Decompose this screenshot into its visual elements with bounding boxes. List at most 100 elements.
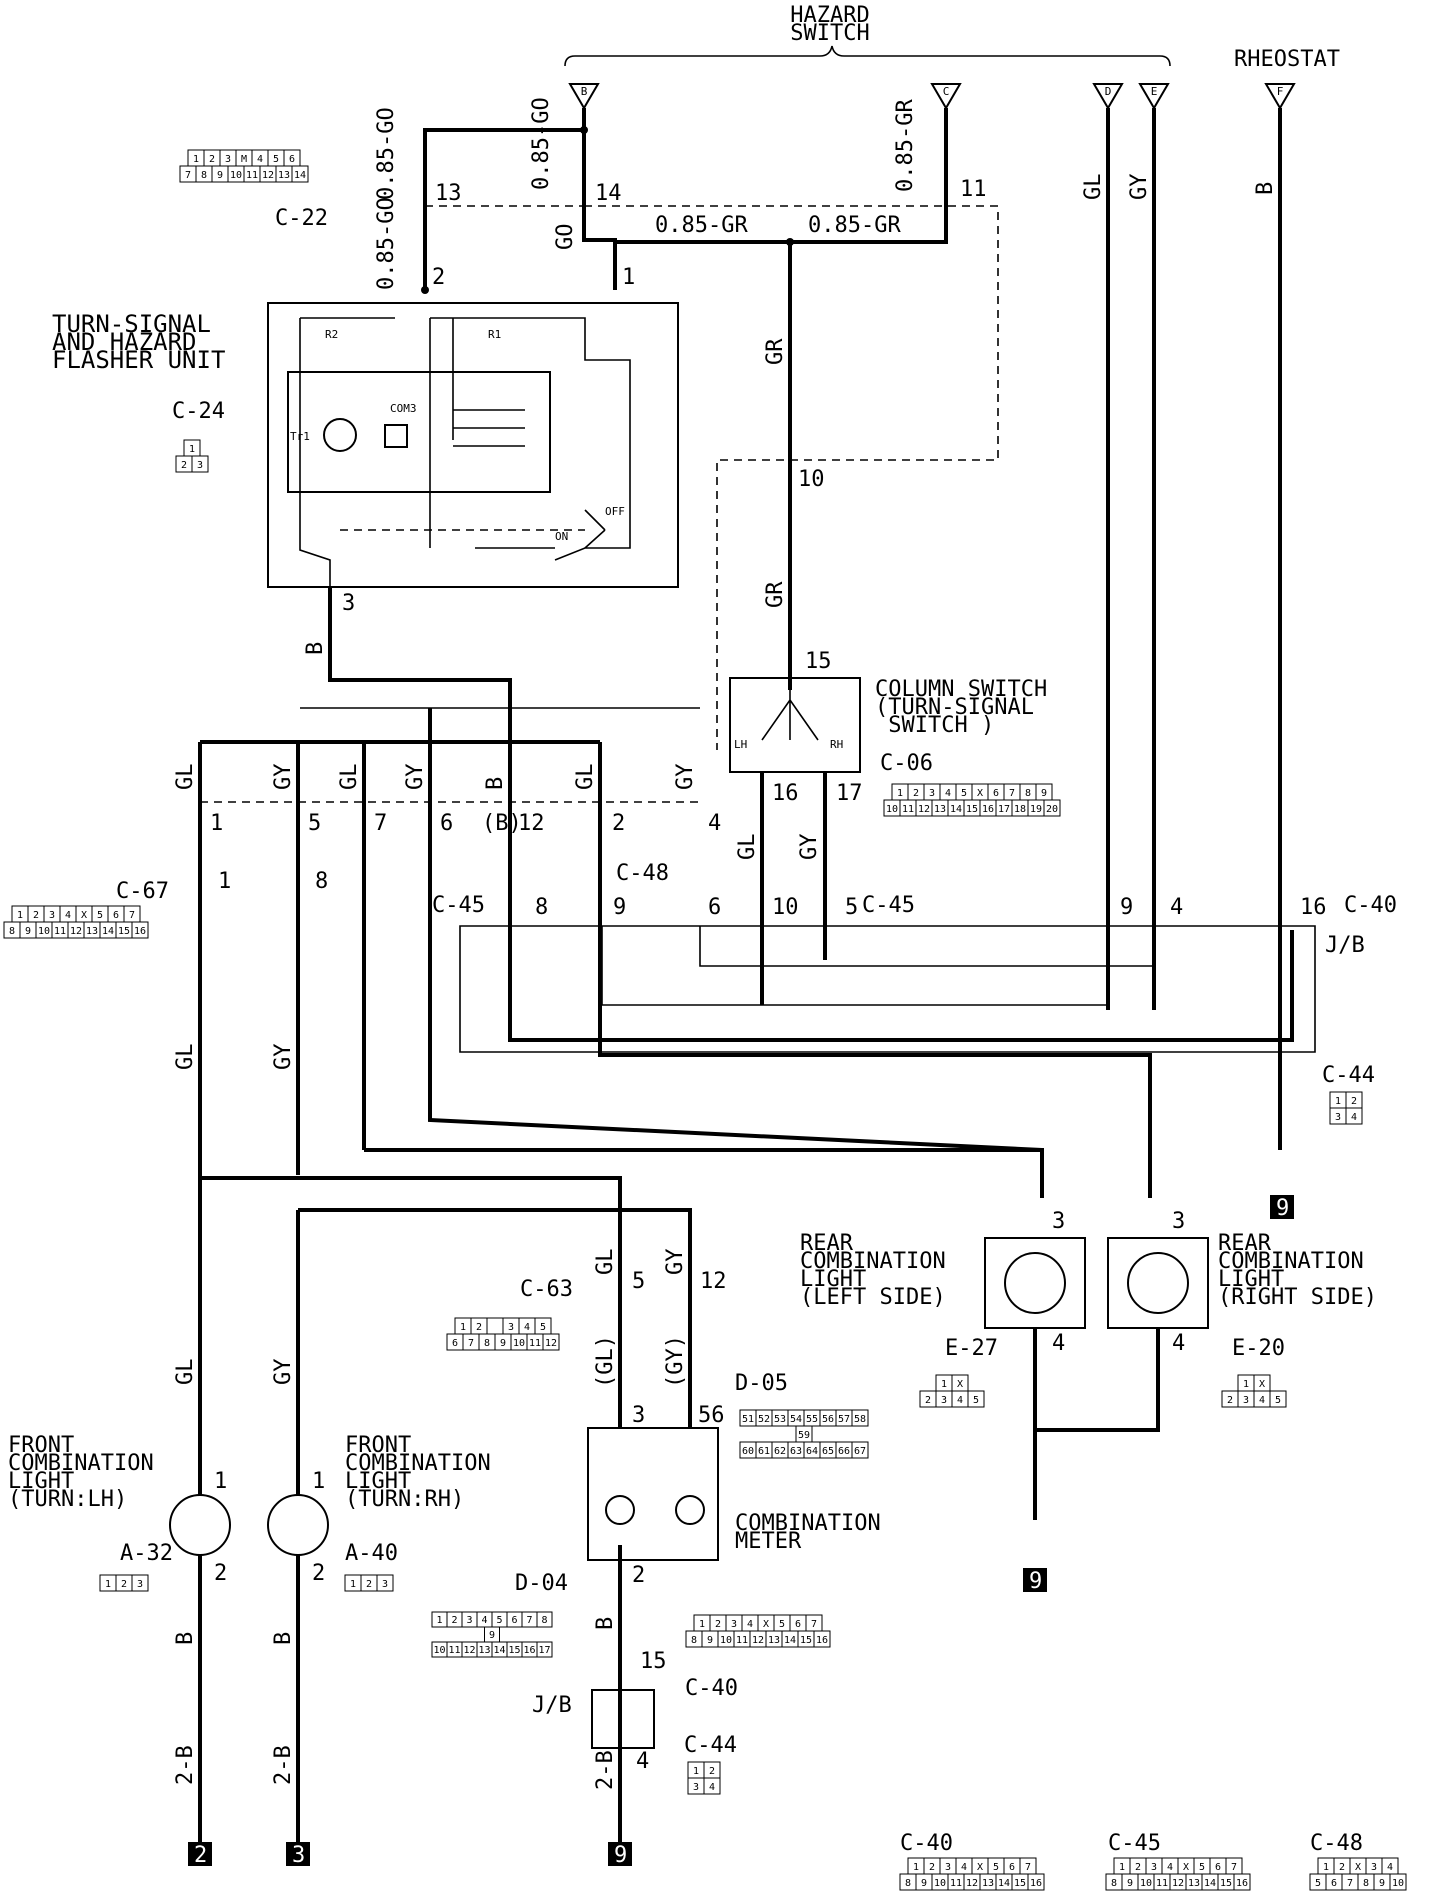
connector-pin-number: 9 <box>1127 1878 1133 1889</box>
connector-pin-number: 3 <box>225 154 231 165</box>
connector-cell <box>1043 799 1061 817</box>
connector-pin-number: 11 <box>246 170 258 181</box>
wire-label-b: B <box>303 642 328 655</box>
rheostat-title: RHEOSTAT <box>1234 47 1340 72</box>
rheostat: RHEOSTAT F <box>1234 47 1340 110</box>
pin-3: 3 <box>632 1403 645 1428</box>
connector-pin-number: 1 <box>436 1615 442 1626</box>
connector-cell <box>486 1317 504 1335</box>
jb-label: J/B <box>1325 933 1365 958</box>
connector-cell <box>967 1390 985 1408</box>
connector-pin-number: 11 <box>1156 1878 1168 1889</box>
jb-pin-5: 5 <box>845 895 858 920</box>
connector-pin-number: 7 <box>129 910 135 921</box>
legend-c45: C-45 <box>1108 1831 1161 1856</box>
pin-2: 2 <box>312 1561 325 1586</box>
connector-pin-number: 51 <box>742 1414 754 1425</box>
connector-pin-number: 6 <box>511 1615 517 1626</box>
wire-label-gl: GL <box>173 764 198 791</box>
flasher-inner <box>287 371 551 493</box>
connector-pin-number: 3 <box>1151 1862 1157 1873</box>
connector-pin-number: 61 <box>758 1446 770 1457</box>
wires-meter-in <box>618 1250 692 1428</box>
jb-pin-16: 16 <box>1300 895 1327 920</box>
connector-pin-number: 12 <box>463 1645 475 1656</box>
rear-right-body <box>1107 1237 1209 1329</box>
svg-text:D: D <box>1105 85 1112 98</box>
connector-pin-number: 6 <box>1331 1878 1337 1889</box>
connector-pin-number: 5 <box>1275 1395 1281 1406</box>
connector-pin-number: 4 <box>1387 1862 1393 1873</box>
connector-pin-number: 2 <box>121 1579 127 1590</box>
jb-pin-9: 9 <box>613 895 626 920</box>
connector-pin-number: 64 <box>806 1446 818 1457</box>
connector-cell <box>542 1333 560 1351</box>
c48-label: C-48 <box>616 861 669 886</box>
connector-pin-number: 10 <box>513 1338 525 1349</box>
wire-label-gl: GL <box>573 764 598 791</box>
connector-pin-number: 14 <box>1204 1878 1216 1889</box>
column-switch-body <box>729 677 861 773</box>
flasher-body <box>267 302 679 588</box>
connector-pin-number: 12 <box>262 170 274 181</box>
jb-pin-6: 6 <box>708 895 721 920</box>
pin-5: 5 <box>632 1269 645 1294</box>
connector-pin-number: 14 <box>950 804 962 815</box>
rear-left-body <box>984 1237 1086 1329</box>
connector-pin-number: 58 <box>854 1414 866 1425</box>
connector-pin-number: X <box>977 788 983 799</box>
pin-14: 14 <box>595 181 622 206</box>
connector-pin-number: 2 <box>1339 1862 1345 1873</box>
ground-number: 9 <box>1029 1569 1042 1594</box>
connector-pin-number: 5 <box>1199 1862 1205 1873</box>
connector-pin-number: 1 <box>941 1379 947 1390</box>
connector-pin-number: 15 <box>966 804 978 815</box>
connector-pin-number: 1 <box>1243 1379 1249 1390</box>
connector-pin-number: 55 <box>806 1414 818 1425</box>
connector-pin-number: 7 <box>185 170 191 181</box>
connector-pin-number: 4 <box>257 154 263 165</box>
connector-pin-number: 10 <box>886 804 898 815</box>
label-r2: R2 <box>325 328 338 341</box>
connector-pin-number: 1 <box>189 444 195 455</box>
hazard-terminal-d: D <box>1092 83 1124 110</box>
connector-pin-number: X <box>1183 1862 1189 1873</box>
connector-pin-number: 8 <box>201 170 207 181</box>
connector-cell <box>131 1574 149 1592</box>
pin-17: 17 <box>836 781 863 806</box>
c40-label: C-40 <box>1344 893 1397 918</box>
connector-cell <box>851 1409 869 1427</box>
wire-label-gy: GY <box>403 764 428 791</box>
pin-3: 3 <box>1172 1209 1185 1234</box>
wire-label-gl-paren: (GL) <box>593 1335 618 1388</box>
legend-c48: C-48 <box>1310 1831 1363 1856</box>
connector-pin-number: 9 <box>25 926 31 937</box>
connector-pin-number: 7 <box>1347 1878 1353 1889</box>
connector-pin-number: 8 <box>691 1635 697 1646</box>
c22-label: C-22 <box>275 206 328 231</box>
connector-pin-number: 14 <box>998 1878 1010 1889</box>
ground-badge <box>608 1842 632 1866</box>
connector-cell <box>291 165 309 183</box>
connector-pin-number: 4 <box>524 1322 530 1333</box>
flasher-switch <box>584 509 606 549</box>
connector-pin-number: 3 <box>929 788 935 799</box>
connector-pin-number: 10 <box>433 1645 445 1656</box>
meter-body <box>587 1427 719 1561</box>
connector-pin-number: 14 <box>784 1635 796 1646</box>
rheostat-terminal <box>1264 83 1296 110</box>
connector-pin-number: 1 <box>105 1579 111 1590</box>
connector-pin-number: 8 <box>484 1338 490 1349</box>
pin-12: 12 <box>700 1269 727 1294</box>
label-com3: COM3 <box>390 402 417 415</box>
